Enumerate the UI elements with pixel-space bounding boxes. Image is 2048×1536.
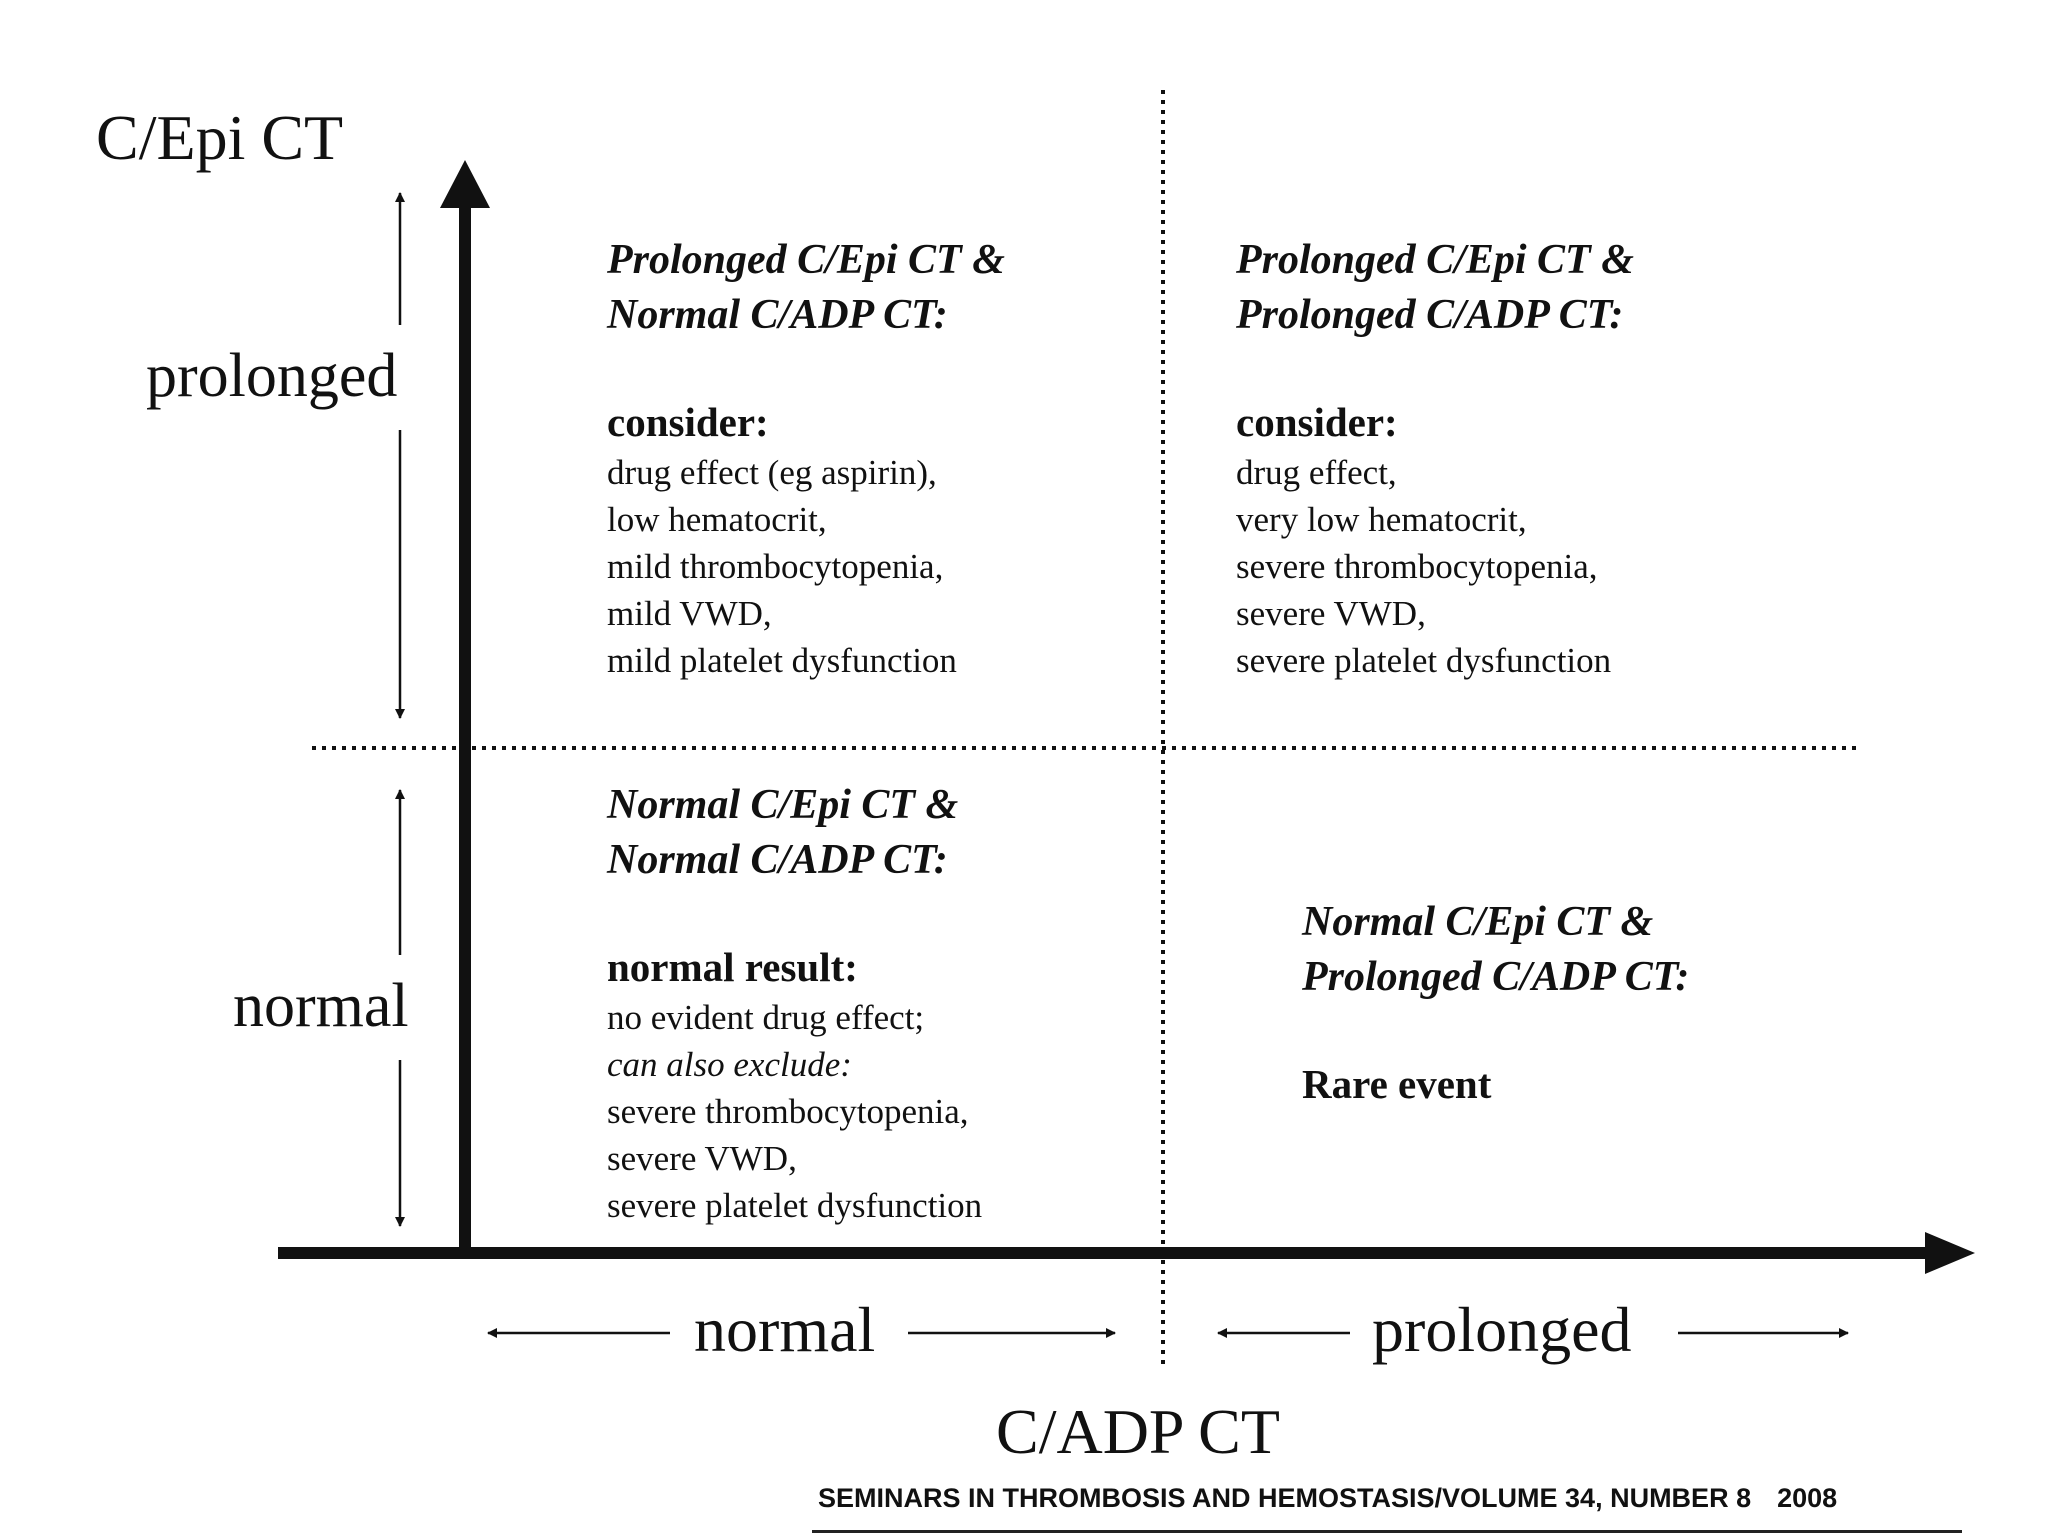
list-item: mild platelet dysfunction [607, 641, 957, 680]
footer-rule [812, 1530, 1962, 1533]
list-item: severe VWD, [1236, 594, 1426, 633]
quadrant-bottom-right: Normal C/Epi CT & Prolonged C/ADP CT: Ra… [1302, 895, 1689, 1111]
quadrant-subheading: consider: [1236, 399, 1398, 445]
list-item: severe thrombocytopenia, [1236, 547, 1598, 586]
list-item: severe thrombocytopenia, [607, 1092, 969, 1131]
x-label-normal: normal [694, 1294, 876, 1365]
list-item: can also exclude: [607, 1045, 852, 1084]
y-axis-title: C/Epi CT [96, 102, 344, 173]
quadrant-heading-line: Prolonged C/Epi CT & [1236, 237, 1634, 283]
quadrant-heading-line: Prolonged C/ADP CT: [1302, 954, 1690, 1000]
list-item: severe VWD, [607, 1139, 797, 1178]
list-item: low hematocrit, [607, 500, 827, 539]
journal-year: 2008 [1777, 1483, 1838, 1513]
quadrant-heading-line: Prolonged C/Epi CT & [607, 237, 1005, 283]
x-axis-arrowhead [1925, 1232, 1975, 1274]
list-item: drug effect (eg aspirin), [607, 453, 937, 492]
list-item: severe platelet dysfunction [1236, 641, 1612, 680]
y-axis-arrowhead [440, 160, 490, 208]
list-item: no evident drug effect; [607, 998, 925, 1037]
x-axis-title: C/ADP CT [996, 1396, 1280, 1467]
journal-footer: SEMINARS IN THROMBOSIS AND HEMOSTASIS/VO… [818, 1485, 1958, 1512]
quadrant-heading-line: Normal C/ADP CT: [607, 292, 948, 338]
quadrant-subheading: consider: [607, 399, 769, 445]
quadrant-heading-line: Normal C/Epi CT & [1302, 899, 1654, 945]
quadrant-heading-line: Prolonged C/ADP CT: [1236, 292, 1624, 338]
journal-citation: SEMINARS IN THROMBOSIS AND HEMOSTASIS/VO… [818, 1483, 1752, 1513]
list-item: drug effect, [1236, 453, 1397, 492]
list-item: severe platelet dysfunction [607, 1186, 983, 1225]
quadrant-heading-line: Normal C/ADP CT: [607, 837, 948, 883]
quadrant-top-right: Prolonged C/Epi CT & Prolonged C/ADP CT:… [1236, 233, 1634, 684]
list-item: mild VWD, [607, 594, 772, 633]
quadrant-heading-line: Normal C/Epi CT & [607, 782, 959, 828]
x-label-prolonged: prolonged [1372, 1294, 1632, 1365]
quadrant-bottom-left: Normal C/Epi CT & Normal C/ADP CT: norma… [607, 778, 982, 1229]
y-label-normal: normal [233, 972, 409, 1040]
list-item: mild thrombocytopenia, [607, 547, 944, 586]
y-label-prolonged: prolonged [146, 342, 398, 410]
quadrant-subheading: normal result: [607, 944, 858, 990]
quadrant-top-left: Prolonged C/Epi CT & Normal C/ADP CT: co… [607, 233, 1005, 684]
quadrant-subheading: Rare event [1302, 1061, 1492, 1107]
list-item: very low hematocrit, [1236, 500, 1527, 539]
